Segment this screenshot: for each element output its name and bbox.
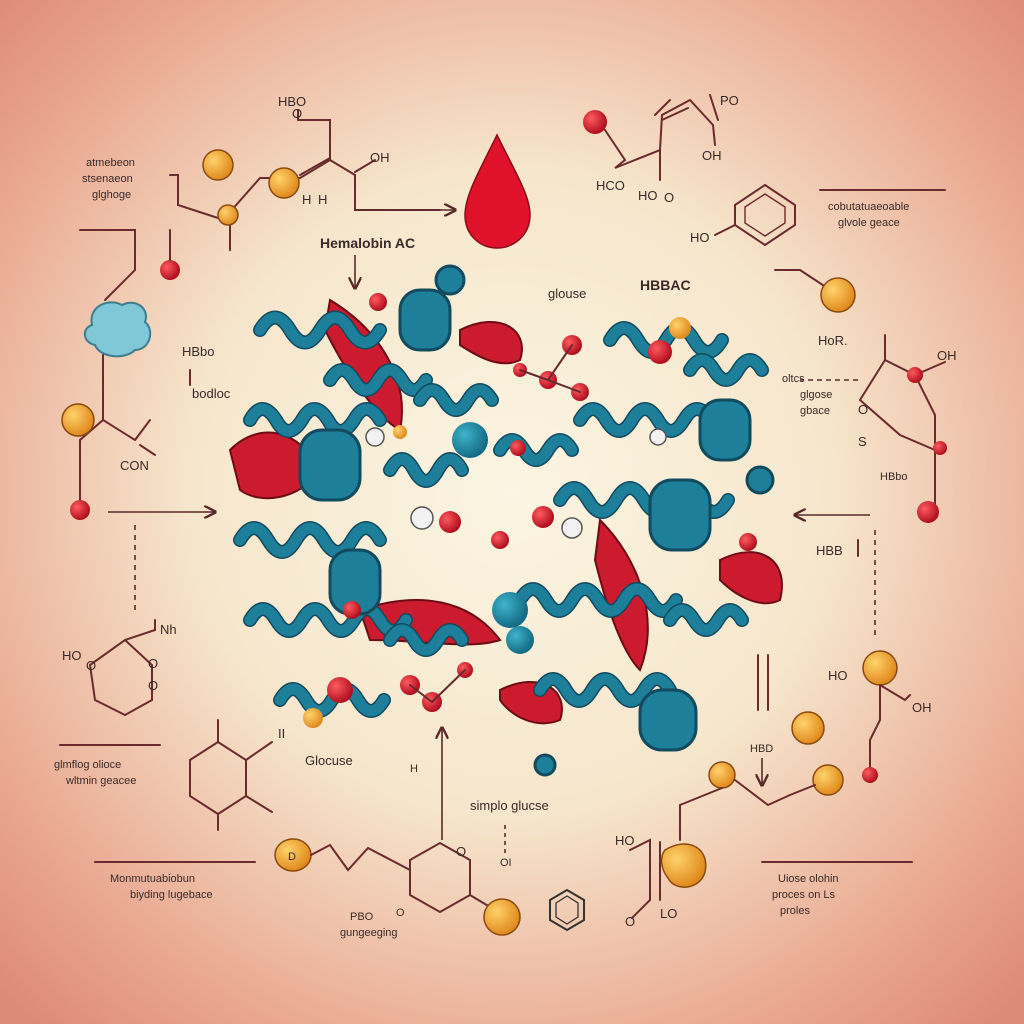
label-pbo: PBO: [350, 911, 374, 923]
label-h-top-left-2: H: [318, 192, 327, 207]
right-lobe: [492, 321, 775, 777]
label-ii: II: [278, 726, 285, 741]
annotation-left-bottom-line1: glmflog olioce: [54, 759, 121, 771]
label-nh: Nh: [160, 622, 177, 637]
annotation-bottom-right: Uiose olohin proces on Ls proles: [761, 861, 913, 917]
label-bodloc: bodloc: [192, 386, 231, 401]
bound-glucose-atoms: [303, 293, 757, 728]
benzene-top-right: HO: [690, 183, 796, 247]
ribbon-far-right: [719, 551, 783, 605]
annotation-left-bottom: glmflog olioce wltmin geacee: [54, 744, 161, 787]
label-hemoglobin: Hemalobin AC: [320, 235, 415, 251]
label-ho-bottom: HO: [615, 833, 635, 848]
molecule-left: CON: [61, 229, 215, 520]
blood-drop: [464, 133, 531, 249]
molecule-right: HoR. OH O S HBbo: [774, 269, 957, 523]
annotation-bottom-right-line1: Uiose olohin: [778, 873, 839, 885]
label-hbo-top: HBO: [278, 94, 306, 109]
label-ho-left: HO: [62, 648, 82, 663]
annotation-top-left-line2: stsenaeon: [82, 173, 133, 185]
annotation-bottom-right-line2: proces on Ls: [772, 889, 835, 901]
molecule-top-right: PO HCO HO OH O: [583, 93, 739, 205]
label-hor: HoR.: [818, 333, 848, 348]
label-hbb: HBB: [816, 543, 843, 558]
label-o-left-2: O: [148, 678, 158, 693]
hemoglobin-protein: [228, 264, 783, 777]
label-hbbo-right: HBbo: [880, 471, 908, 483]
benzene-left-bottom: II: [189, 719, 285, 831]
annotation-bottom-right-line3: proles: [780, 905, 810, 917]
label-o-left-3: O: [86, 658, 96, 673]
annotation-bottom-center: gungeeging: [340, 927, 398, 939]
label-ho-right: HO: [828, 668, 848, 683]
label-s-right: S: [858, 434, 867, 449]
label-oh-top-right: OH: [702, 148, 722, 163]
simple-glucose-group: simplo glucse OI: [470, 798, 585, 932]
label-oh-right: OH: [937, 348, 957, 363]
label-o-right: O: [858, 402, 868, 417]
cloud-icon: [83, 301, 152, 358]
label-oh-top-left: OH: [370, 150, 390, 165]
label-h-mid: H: [410, 763, 418, 775]
label-hbbo: HBbo: [182, 344, 215, 359]
hbd-group: HBD: [750, 654, 773, 785]
annotation-top-right: cobutatuaeoable glvole geace: [819, 189, 946, 229]
label-o-top-right: O: [664, 190, 674, 205]
label-lo: LO: [660, 906, 677, 921]
molecule-left-lower: Nh HO O O O: [62, 525, 177, 717]
label-o-top: O: [292, 106, 302, 121]
annotation-right-mid-line1: oltcs: [782, 373, 805, 385]
label-po: PO: [720, 93, 739, 108]
label-o-left-1: O: [148, 656, 158, 671]
annotation-top-right-line2: glvole geace: [838, 217, 900, 229]
molecule-bottom-center: D O PBO gungeeging O: [274, 838, 521, 939]
label-hbbo-left: HBbo bodloc: [182, 344, 231, 401]
annotation-top-left-line3: glghoge: [92, 189, 131, 201]
label-glucose-top: glouse: [548, 286, 586, 301]
label-hco: HCO: [596, 178, 625, 193]
label-o-bottom: O: [625, 914, 635, 929]
molecule-bottom-right: HO LO O: [615, 761, 844, 929]
annotation-top-left-line1: atmebeon: [86, 157, 135, 169]
annotation-top-left: atmebeon stsenaeon glghoge: [82, 157, 135, 201]
orange-blob: [660, 843, 707, 888]
label-ho-benzene: HO: [690, 230, 710, 245]
ribbon-top-center: [459, 320, 523, 365]
label-ho-mid-top: HO: [638, 188, 658, 203]
label-simple-glucose: simplo glucse: [470, 798, 549, 813]
label-hbd: HBD: [750, 743, 773, 755]
label-o-bc: O: [456, 844, 466, 859]
annotation-bottom-left: Monmutuabiobun biyding lugebace: [94, 861, 256, 901]
annotation-right-mid: oltcs glgose gbace: [782, 373, 832, 417]
label-d: D: [288, 851, 296, 863]
label-glucose-mid: Glocuse: [305, 753, 353, 768]
annotation-right-mid-line2: glgose: [800, 389, 832, 401]
label-oh-right-low: OH: [912, 700, 932, 715]
annotation-bottom-left-line1: Monmutuabiobun: [110, 873, 195, 885]
molecule-right-lower: HBB HO OH: [791, 515, 932, 783]
annotation-top-right-line1: cobutatuaeoable: [828, 201, 909, 213]
annotation-right-mid-line3: gbace: [800, 405, 830, 417]
annotation-bottom-left-line2: biyding lugebace: [130, 889, 213, 901]
label-hbbac: HBBAC: [640, 277, 691, 293]
label-o-bc-2: O: [396, 907, 405, 919]
label-con: CON: [120, 458, 149, 473]
annotation-left-bottom-line2: wltmin geacee: [65, 775, 136, 787]
molecule-top-left: HBO O OH H H: [160, 94, 455, 280]
center-labels: Hemalobin AC glouse HBBAC Glocuse H: [305, 235, 691, 840]
label-oi: OI: [500, 857, 512, 869]
label-h-top-left: H: [302, 192, 311, 207]
